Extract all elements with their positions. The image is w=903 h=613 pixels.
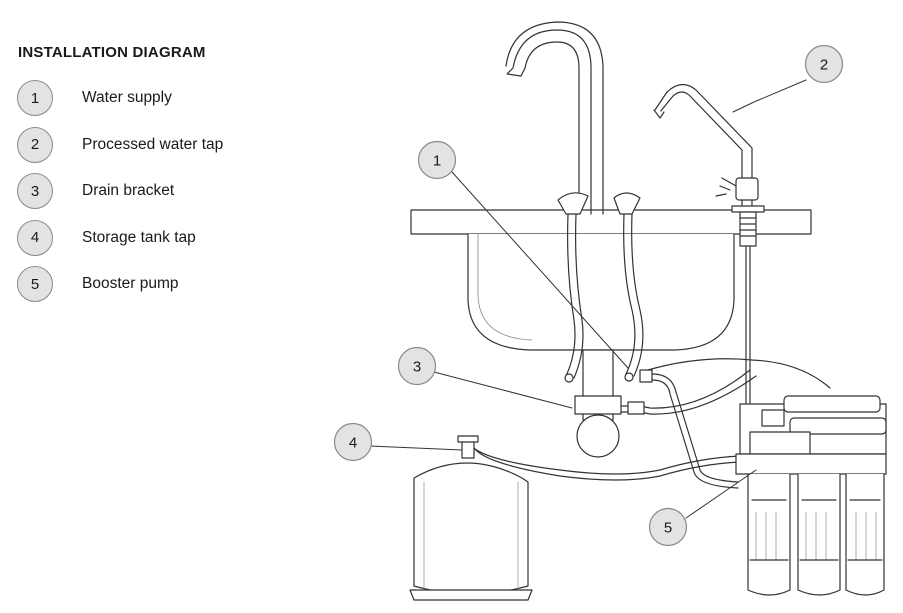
callout-number: 2 <box>820 57 828 74</box>
callout-number: 4 <box>349 435 357 452</box>
legend-label: Drain bracket <box>82 182 175 200</box>
callout-number: 3 <box>413 359 421 376</box>
callout-3: 3 <box>397 346 437 386</box>
legend-number-badge: 4 <box>17 219 53 256</box>
storage-tank <box>409 435 533 601</box>
sink-drain-pipe <box>574 349 622 458</box>
callout-2: 2 <box>804 44 844 84</box>
supply-valve-and-lines <box>639 358 831 489</box>
legend-number-badge: 3 <box>17 173 53 210</box>
processed-water-tap <box>653 83 765 405</box>
legend-label: Booster pump <box>82 275 179 293</box>
sink-basin <box>467 233 735 351</box>
callout-number: 5 <box>664 520 672 537</box>
diagram-title: INSTALLATION DIAGRAM <box>18 44 206 61</box>
callout-1: 1 <box>417 140 457 180</box>
legend-number-badge: 5 <box>17 266 53 303</box>
tank-line <box>469 443 741 481</box>
callout-4: 4 <box>333 422 373 462</box>
legend-label: Processed water tap <box>82 135 224 153</box>
drain-line <box>620 369 757 415</box>
legend-number-badge: 1 <box>17 80 53 116</box>
callout-5: 5 <box>648 507 688 547</box>
legend-number-badge: 2 <box>17 126 53 163</box>
kitchen-faucet <box>505 21 641 215</box>
legend-label: Water supply <box>82 89 172 106</box>
ro-filter-system <box>735 395 887 596</box>
callout-leader-lines <box>369 79 807 519</box>
faucet-supply-hoses <box>564 213 644 383</box>
callout-number: 1 <box>433 153 441 170</box>
legend-label: Storage tank tap <box>82 228 196 246</box>
